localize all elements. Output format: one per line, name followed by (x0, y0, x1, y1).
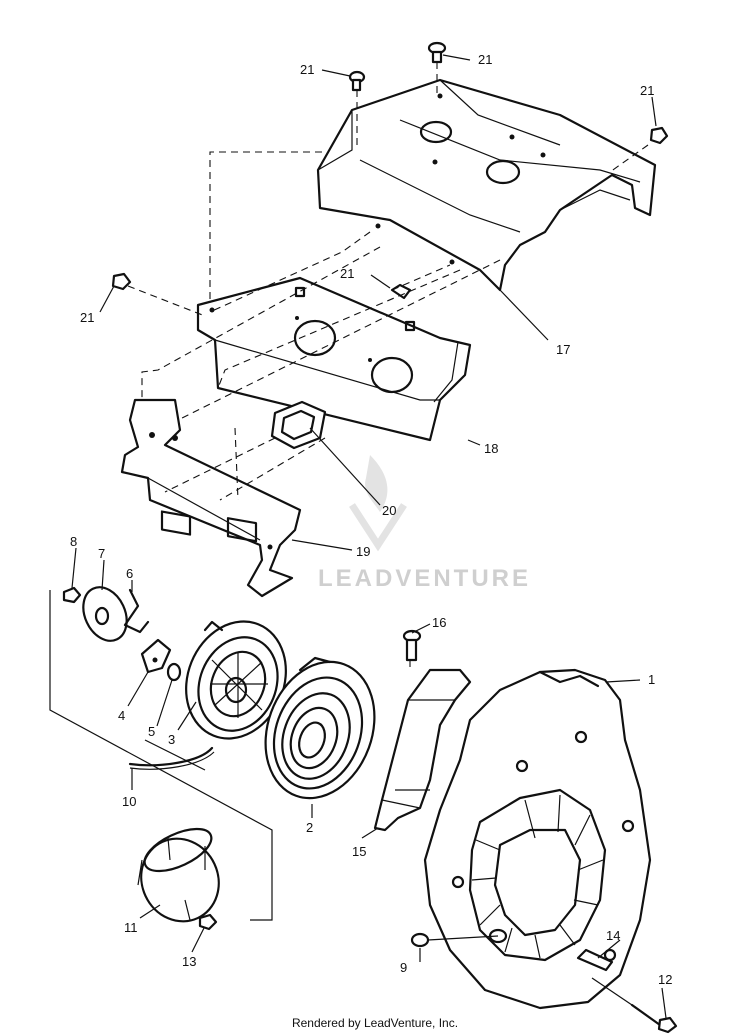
watermark: LEADVENTURE (318, 455, 531, 592)
part-11-cup (137, 827, 220, 923)
callout-16: 16 (432, 615, 446, 630)
callout-15: 15 (352, 844, 366, 859)
part-13-bolt (198, 913, 218, 931)
callout-1: 1 (648, 672, 655, 687)
bolt-21-top-center (427, 41, 447, 64)
callout-10: 10 (122, 794, 136, 809)
callout-12: 12 (658, 972, 672, 987)
callout-21-right: 21 (640, 83, 654, 98)
part-10-rope (128, 746, 215, 770)
part-17-top-shroud (316, 78, 657, 292)
callout-20: 20 (382, 503, 396, 518)
part-4-pawl (140, 638, 172, 674)
part-12-bolt (591, 977, 678, 1034)
part-18-baffle (196, 276, 472, 442)
callout-21-left: 21 (80, 310, 94, 325)
callout-3: 3 (168, 732, 175, 747)
callout-21-top-left: 21 (300, 62, 314, 77)
callout-11: 11 (124, 920, 138, 935)
bolt-21-right (649, 126, 669, 145)
part-1-fan-housing (423, 668, 652, 1010)
part-5-spring (166, 662, 182, 682)
callout-19: 19 (356, 544, 370, 559)
callout-6: 6 (126, 566, 133, 581)
callout-4: 4 (118, 708, 125, 723)
part-6-spring (123, 588, 150, 634)
callout-8: 8 (70, 534, 77, 549)
bolt-21-left (111, 272, 132, 291)
part-19-bracket (120, 398, 302, 598)
callout-18: 18 (484, 441, 498, 456)
part-16-bolt (402, 629, 422, 662)
part-2-spring (264, 656, 376, 800)
bolt-21-middle (390, 283, 412, 300)
alignment-lines (49, 62, 649, 921)
callout-21-middle: 21 (340, 266, 354, 281)
part-14-clip (576, 948, 614, 972)
part-9-nut (410, 932, 499, 948)
part-3-pulley (185, 620, 287, 740)
footer-credit: Rendered by LeadVenture, Inc. (291, 1016, 459, 1030)
callout-7: 7 (98, 546, 105, 561)
callout-2: 2 (306, 820, 313, 835)
callout-21-top-center: 21 (478, 52, 492, 67)
callout-labels: 21 21 21 21 21 17 18 20 19 8 7 6 16 1 4 … (70, 52, 672, 987)
bolt-21-top-left (348, 70, 366, 92)
watermark-text: LEADVENTURE (318, 565, 531, 592)
callout-17: 17 (556, 342, 570, 357)
part-20-gasket (270, 400, 327, 450)
callout-14: 14 (606, 928, 620, 943)
part-15-guard (373, 668, 472, 832)
callout-13: 13 (182, 954, 196, 969)
callout-5: 5 (148, 724, 155, 739)
callout-9: 9 (400, 960, 407, 975)
part-7-cam (82, 586, 128, 642)
part-8-nut (62, 586, 82, 604)
leader-lines (71, 54, 667, 1019)
